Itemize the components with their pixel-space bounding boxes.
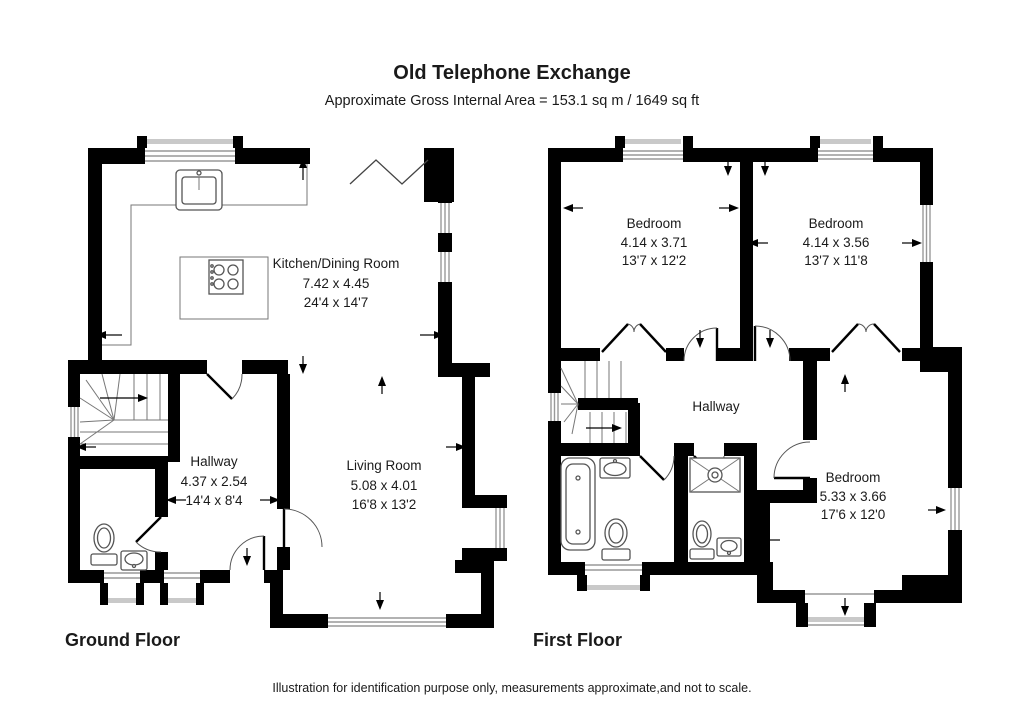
bath-tub (560, 457, 596, 551)
kitchen-dim-metric: 7.42 x 4.45 (303, 276, 370, 291)
wc-basin (120, 550, 148, 571)
bedroom1-label: Bedroom (627, 216, 682, 231)
kitchen-sink (175, 169, 223, 211)
ground-floor-walls (68, 136, 507, 628)
first-floor-stairs (560, 361, 627, 443)
first-floor-windows (550, 139, 960, 626)
ground-floor-labels: Kitchen/Dining Room 7.42 x 4.45 24'4 x 1… (65, 256, 422, 650)
hallway-g-dim-imperial: 14'4 x 8'4 (186, 493, 243, 508)
bedroom3-label: Bedroom (826, 470, 881, 485)
hallway-g-dim-metric: 4.37 x 2.54 (181, 474, 248, 489)
hallway-f-label: Hallway (692, 399, 740, 414)
living-label: Living Room (346, 458, 421, 473)
first-floor-walls (548, 136, 962, 627)
ground-floor-dim-arrows (76, 158, 466, 610)
kitchen-label: Kitchen/Dining Room (273, 256, 400, 271)
bedroom3-dim-imperial: 17'6 x 12'0 (821, 507, 885, 522)
bedroom2-dim-imperial: 13'7 x 11'8 (804, 253, 867, 268)
kitchen-counter (102, 164, 308, 346)
ground-floor-doors (135, 373, 323, 571)
ground-floor-stairs (79, 373, 168, 445)
bedroom2-label: Bedroom (809, 216, 864, 231)
kitchen-dim-imperial: 24'4 x 14'7 (304, 295, 368, 310)
first-floor-title: First Floor (533, 630, 622, 650)
living-dim-imperial: 16'8 x 13'2 (352, 497, 416, 512)
ground-floor-title: Ground Floor (65, 630, 180, 650)
shower-basin (716, 537, 742, 557)
bedroom1-dim-imperial: 13'7 x 12'2 (622, 253, 686, 268)
hob-icon (208, 259, 244, 295)
break-line (349, 159, 429, 185)
page-subtitle: Approximate Gross Internal Area = 153.1 … (325, 93, 699, 109)
bedroom2-dim-metric: 4.14 x 3.56 (803, 235, 870, 250)
kitchen-island (179, 256, 269, 320)
shower-toilet (689, 520, 715, 560)
ground-floor-windows (70, 139, 505, 627)
first-floor-dim-arrows (563, 158, 946, 616)
bathroom-toilet (601, 518, 631, 561)
shower-tray (689, 457, 741, 493)
first-floor-labels: Bedroom 4.14 x 3.71 13'7 x 12'2 Bedroom … (533, 216, 886, 650)
bathroom-basin (599, 457, 631, 479)
bedroom1-dim-metric: 4.14 x 3.71 (621, 235, 688, 250)
disclaimer-text: Illustration for identification purpose … (272, 681, 751, 695)
bedroom3-dim-metric: 5.33 x 3.66 (820, 489, 887, 504)
page-title: Old Telephone Exchange (393, 62, 630, 84)
living-dim-metric: 5.08 x 4.01 (351, 478, 418, 493)
hallway-g-label: Hallway (190, 454, 238, 469)
wc-toilet (90, 523, 118, 566)
